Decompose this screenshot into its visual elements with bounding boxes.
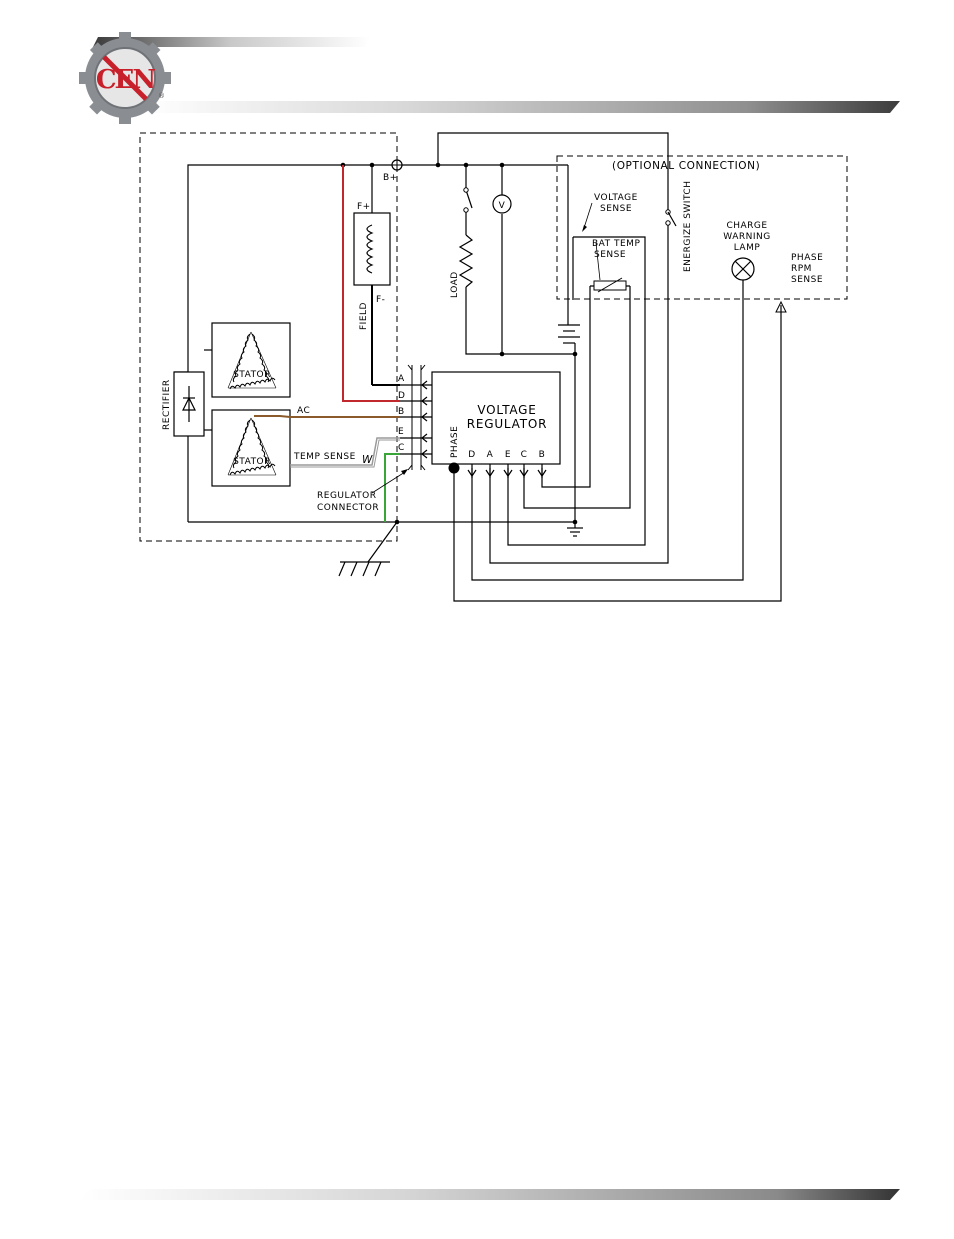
- phase-rpm-sense-label-2: RPM: [791, 264, 812, 274]
- load-switch-contacts: [464, 188, 505, 357]
- voltmeter-label: V: [499, 201, 506, 211]
- stator-bottom: [212, 410, 290, 486]
- field-negative-label: F-: [376, 295, 385, 305]
- battery-icon: [558, 165, 580, 522]
- header-bar-main: [140, 101, 900, 113]
- voltage-regulator-label-1: VOLTAGE: [477, 403, 536, 417]
- connector-pin-b: B: [398, 407, 405, 417]
- charge-warning-lamp-icon: [732, 258, 754, 280]
- chassis-ground-icon: [339, 522, 397, 576]
- temp-sense-label: TEMP SENSE: [293, 452, 356, 462]
- ac-label: AC: [297, 406, 310, 416]
- regulator-terminal-e: E: [505, 450, 511, 460]
- connector-pin-c: C: [398, 443, 405, 453]
- green-wire: [385, 454, 400, 522]
- voltage-sense-label-1: VOLTAGE: [594, 193, 638, 203]
- energize-switch-icon: [666, 210, 676, 226]
- regulator-connector-label-1: REGULATOR: [317, 491, 377, 501]
- b-plus-label: B+: [383, 173, 398, 183]
- energize-switch-label: ENERGIZE SWITCH: [683, 181, 693, 273]
- regulator-connector-label-2: CONNECTOR: [317, 503, 379, 513]
- connector-pin-e: E: [398, 427, 404, 437]
- load-circuit: [460, 165, 575, 354]
- load-label: LOAD: [450, 271, 460, 298]
- logo-registered-mark: ®: [158, 92, 165, 100]
- bat-temp-sense-label-2: SENSE: [594, 250, 626, 260]
- regulator-terminal-d: D: [468, 450, 475, 460]
- rectifier-icon: [174, 372, 204, 436]
- footer-bar: [80, 1189, 900, 1200]
- logo-text: CEN: [96, 65, 156, 95]
- optional-connection-label: (OPTIONAL CONNECTION): [612, 160, 760, 172]
- voltage-sense-label-2: SENSE: [600, 204, 632, 214]
- regulator-terminal-a: A: [487, 450, 494, 460]
- charge-warning-lamp-label-1: CHARGE: [726, 221, 767, 231]
- stator-top: [212, 323, 290, 397]
- phase-rpm-sense-label-3: SENSE: [791, 275, 823, 285]
- ac-brown-wire: [254, 416, 400, 417]
- phase-terminal-dot: [449, 463, 460, 474]
- rectifier-label: RECTIFIER: [162, 379, 172, 430]
- bat-temp-sense-label-1: BAT TEMP: [592, 239, 640, 249]
- regulator-terminal-b: B: [539, 450, 546, 460]
- w-label: W: [362, 454, 373, 466]
- field-positive-label: F+: [357, 202, 371, 212]
- field-label: FIELD: [359, 302, 369, 330]
- field-coil: [354, 165, 400, 385]
- regulator-terminal-c: C: [521, 450, 528, 460]
- charge-warning-lamp-label-3: LAMP: [734, 243, 761, 253]
- stator-top-label: STATOR: [233, 370, 271, 380]
- phase-rpm-sense-label-1: PHASE: [791, 253, 823, 263]
- regulator-terminal-arrows: [468, 464, 546, 478]
- connector-pin-a: A: [398, 374, 405, 384]
- stator-bottom-label: STATOR: [233, 457, 271, 467]
- charge-warning-lamp-label-2: WARNING: [723, 232, 770, 242]
- connector-pin-d: D: [398, 391, 405, 401]
- phase-terminal-label: PHASE: [450, 426, 460, 458]
- voltage-regulator-label-2: REGULATOR: [467, 417, 548, 431]
